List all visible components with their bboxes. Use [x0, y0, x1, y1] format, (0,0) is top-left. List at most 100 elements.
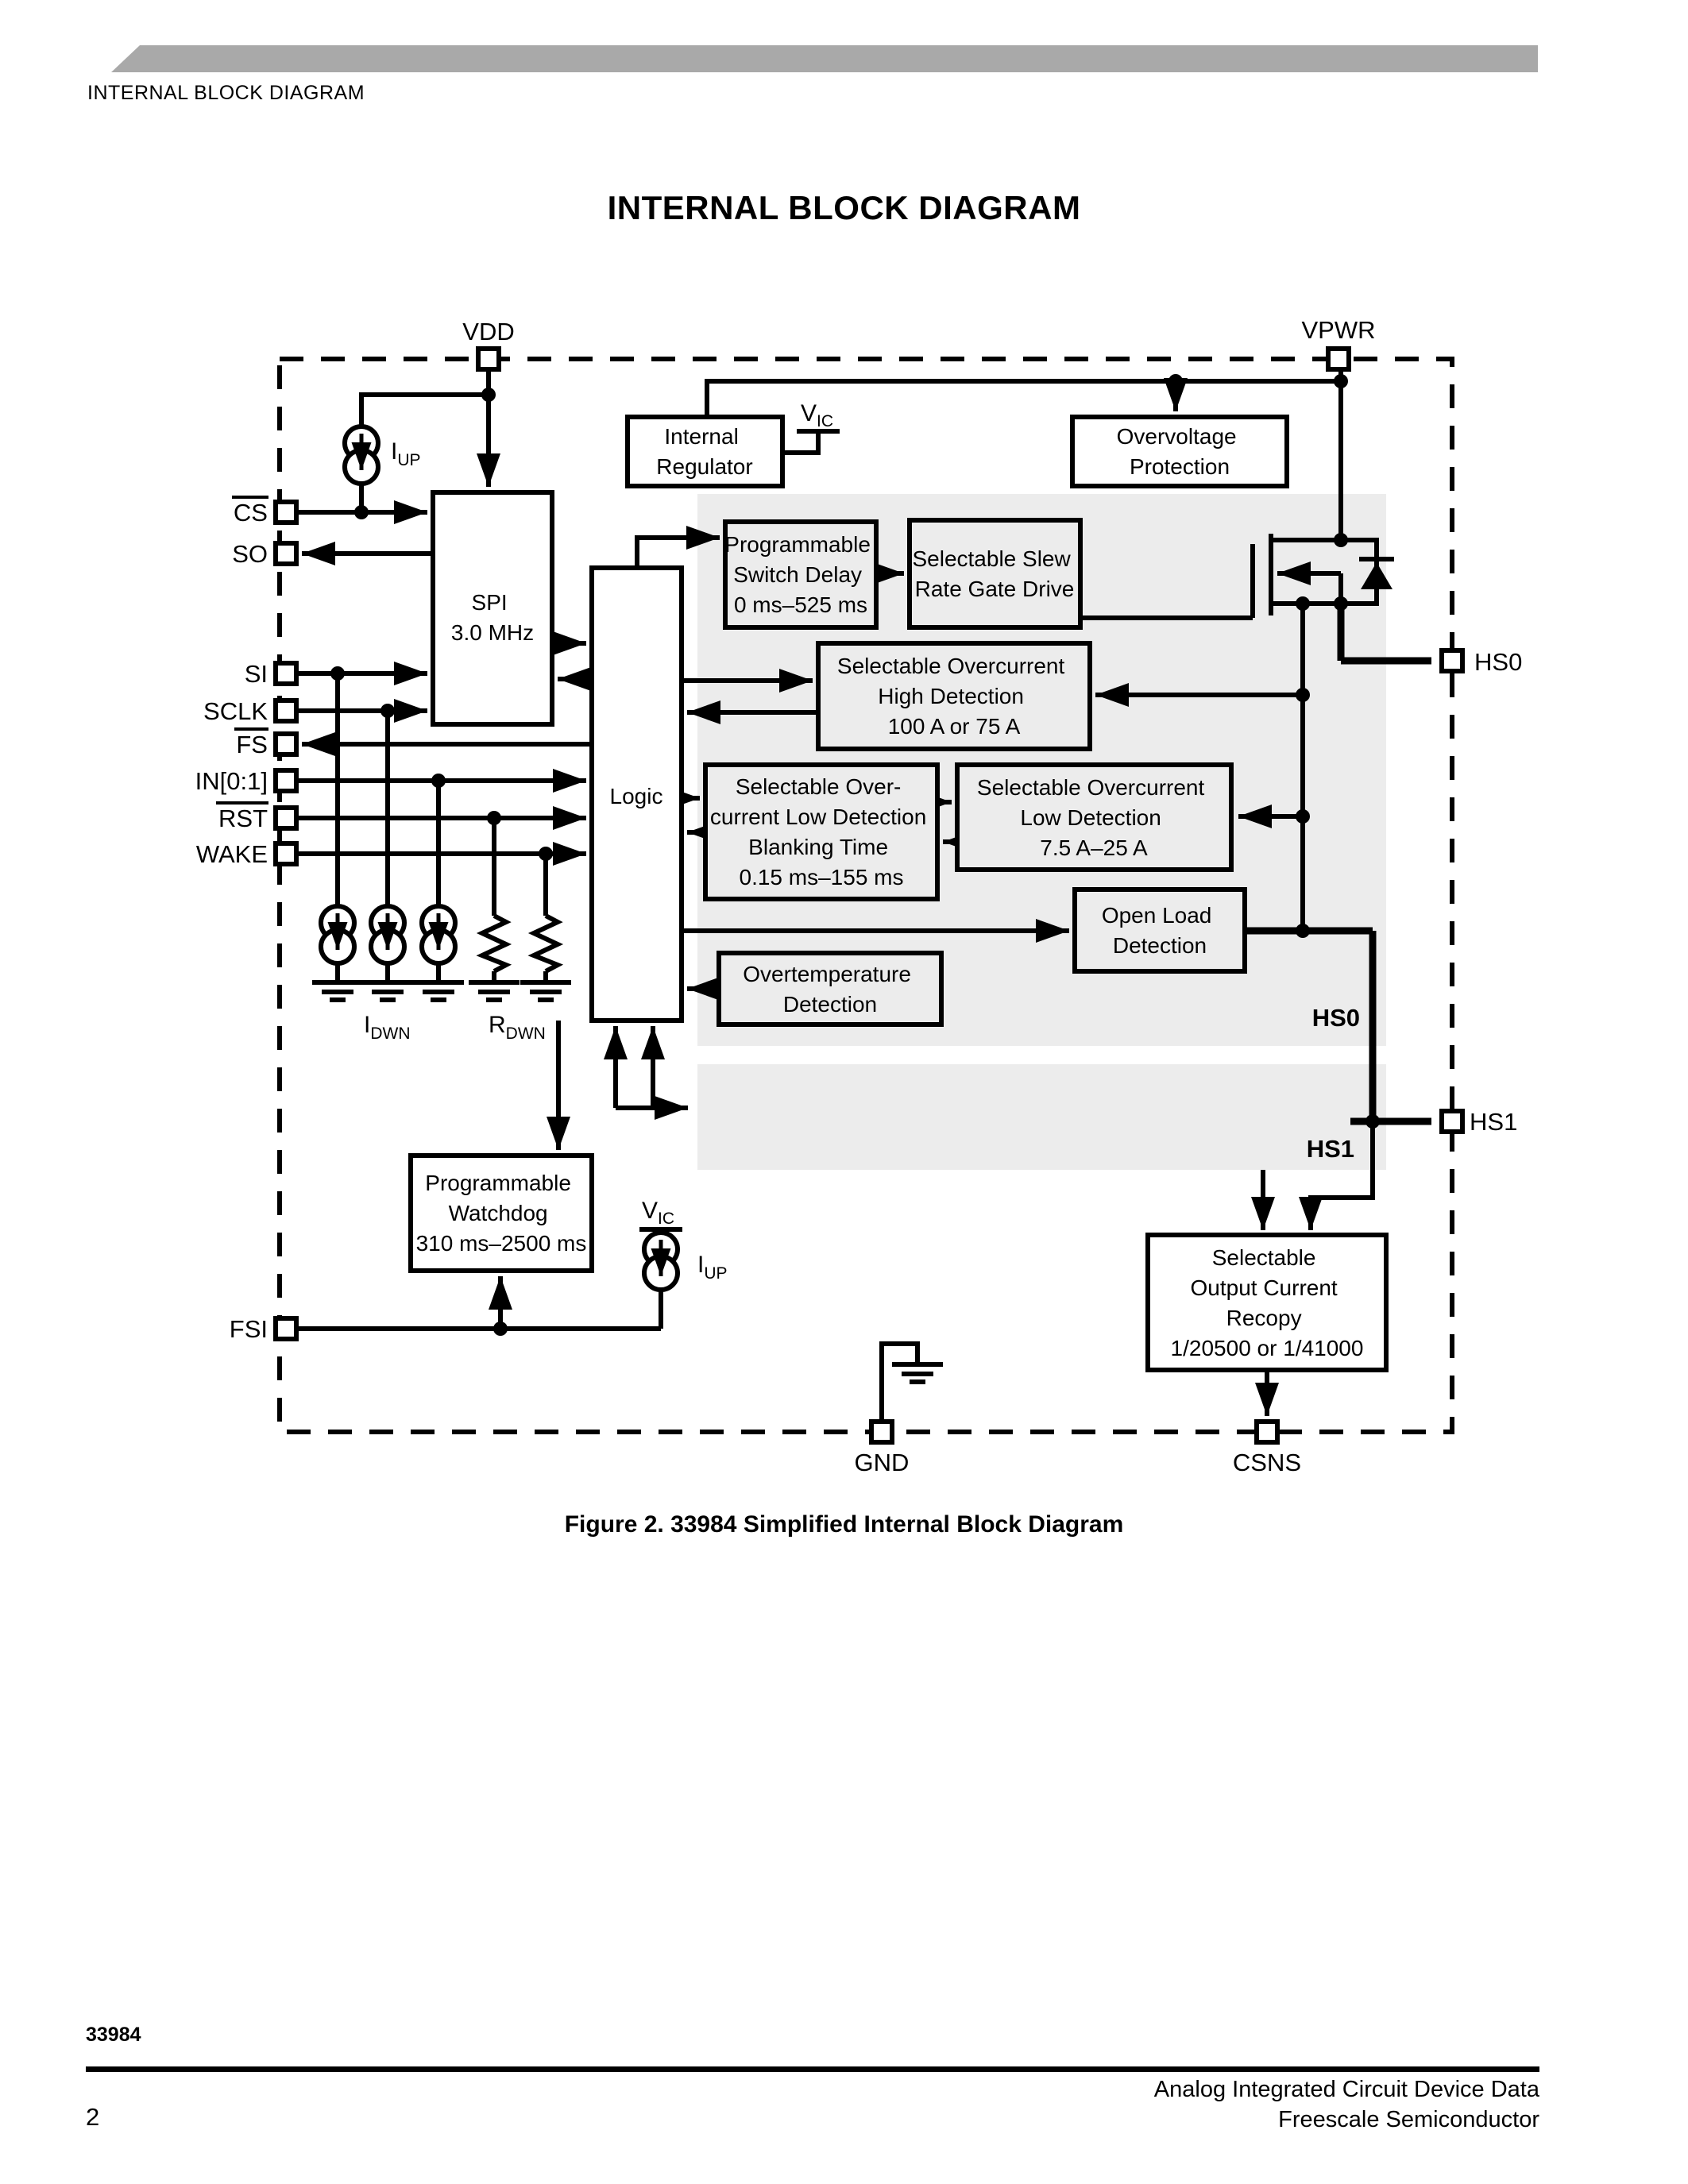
svg-text:Internal Regulator: Internal Regulator [656, 424, 752, 479]
block-oc-low-blanking: Selectable Over- current Low Detection B… [703, 762, 940, 901]
wire-logic-to-delay [635, 526, 720, 568]
pin-in01 [273, 768, 299, 793]
pin-sclk [273, 698, 299, 723]
svg-text:Overvoltage Protection: Overvoltage Protection [1117, 424, 1243, 479]
pin-label-gnd: GND [855, 1449, 910, 1476]
block-logic: Logic [589, 565, 684, 1023]
ground-icon [312, 980, 363, 1002]
pin-hs0 [1439, 648, 1465, 673]
chip-boundary [277, 357, 1454, 1434]
pin-label-fs: FS [236, 731, 268, 758]
svg-text:SPI 3.0 MHz: SPI 3.0 MHz [451, 590, 534, 645]
pin-si [273, 661, 299, 686]
block-oc-high: Selectable Overcurrent High Detection 10… [816, 641, 1092, 751]
iup-label-bottom: IUP [697, 1252, 728, 1283]
pin-cs [273, 500, 299, 525]
idwn-current-source-icon-1 [319, 904, 357, 982]
svg-text:Selectable Overcurrent: Selectable Overcurrent Low Detection 7.5… [977, 775, 1211, 860]
footer-line2: Freescale Semiconductor [1278, 2107, 1539, 2132]
wire-reg-vic [782, 433, 821, 455]
figure-caption: Figure 2. 33984 Simplified Internal Bloc… [564, 1511, 1124, 1538]
idwn-label: IDWN [364, 1012, 411, 1043]
svg-text:Logic: Logic [610, 784, 663, 808]
pin-so [273, 541, 299, 566]
svg-text:Overtemperature Detect: Overtemperature Detection [743, 962, 917, 1017]
svg-text:Selectable Over- curre: Selectable Over- current Low Detection B… [710, 774, 933, 889]
ground-icon [413, 980, 464, 1002]
pin-label-in01: IN[0:1] [195, 767, 268, 795]
footer-rule [86, 2066, 1539, 2072]
pin-label-si: SI [245, 660, 268, 688]
pin-label-wake: WAKE [196, 840, 268, 868]
svg-text:Programmable Switch De: Programmable Switch Delay 0 ms–525 ms [724, 532, 876, 617]
hs0-channel-label: HS0 [1312, 1004, 1360, 1032]
wire-hs1-to-recopy [1299, 1121, 1375, 1230]
pin-wake [273, 841, 299, 866]
svg-text:Open Load Detection: Open Load Detection [1102, 903, 1218, 958]
pin-vdd [476, 346, 501, 372]
pin-label-sclk: SCLK [203, 697, 268, 725]
svg-text:Selectable Slew Rate G: Selectable Slew Rate Gate Drive [912, 546, 1076, 601]
iup-current-source-icon-top [342, 424, 380, 486]
junction-dots [330, 374, 1380, 1336]
wire-vpwr-rail [705, 379, 1341, 417]
block-open-load: Open Load Detection [1072, 887, 1247, 974]
iup-current-source-icon-bottom [642, 1230, 680, 1292]
block-watchdog: Programmable Watchdog 310 ms–2500 ms [408, 1153, 594, 1273]
pin-label-fsi: FSI [230, 1315, 268, 1343]
running-header: INTERNAL BLOCK DIAGRAM [87, 82, 365, 104]
block-switch-delay: Programmable Switch Delay 0 ms–525 ms [723, 519, 879, 630]
wires [296, 369, 1431, 1422]
ground-icon [892, 1362, 943, 1384]
header-bar [111, 45, 1538, 72]
block-oc-low: Selectable Overcurrent Low Detection 7.5… [955, 762, 1234, 872]
pin-label-rst: RST [218, 805, 268, 832]
pin-fs [273, 731, 299, 757]
pin-label-hs1: HS1 [1470, 1108, 1517, 1136]
footer-part-number: 33984 [86, 2024, 141, 2046]
pin-fsi [273, 1316, 299, 1341]
page-title: INTERNAL BLOCK DIAGRAM [607, 189, 1081, 226]
vic-label-top: VIC [801, 400, 833, 430]
block-current-recopy: Selectable Output Current Recopy 1/20500… [1145, 1233, 1389, 1372]
svg-text:Programmable Watchdog: Programmable Watchdog 310 ms–2500 ms [416, 1171, 587, 1256]
iup-label-top: IUP [391, 438, 421, 469]
ground-icon [520, 980, 571, 1002]
idwn-current-source-icon-2 [369, 904, 407, 982]
pin-label-so: SO [232, 540, 268, 568]
svg-text:Selectable Overcurrent: Selectable Overcurrent High Detection 10… [837, 654, 1071, 739]
pin-csns [1254, 1419, 1280, 1445]
footer-line1: Analog Integrated Circuit Device Data [1153, 2077, 1539, 2102]
pin-gnd [869, 1419, 894, 1445]
wire-gnd [879, 1341, 920, 1422]
ground-icon [469, 980, 520, 1002]
ground-icon [362, 980, 413, 1002]
pin-rst [273, 805, 299, 831]
pin-label-vdd: VDD [462, 318, 514, 345]
vic-label-bottom: VIC [642, 1198, 674, 1228]
pin-labels: VDD VPWR CS SO SI SCLK FS IN[0:1] RST WA… [195, 316, 1523, 1476]
rdwn-resistor-icon-1 [476, 913, 512, 982]
hs1-channel-band [697, 1064, 1386, 1170]
ground-icons [312, 980, 943, 1384]
block-internal-regulator: Internal Regulator [625, 415, 785, 488]
idwn-current-source-icon-3 [419, 904, 458, 982]
hs1-channel-label: HS1 [1307, 1135, 1354, 1163]
footer-page-number: 2 [86, 2103, 100, 2131]
wire-iup-to-vdd [359, 392, 489, 426]
footer-publisher: Analog Integrated Circuit Device Data Fr… [1154, 2074, 1539, 2135]
body-diode-icon [1359, 557, 1394, 589]
svg-text:Selectable Output Curr: Selectable Output Current Recopy 1/20500… [1171, 1245, 1364, 1360]
pin-vpwr [1326, 346, 1351, 372]
pin-hs1 [1439, 1109, 1465, 1134]
pin-label-vpwr: VPWR [1302, 316, 1376, 344]
block-overtemperature: Overtemperature Detection [717, 951, 944, 1027]
block-overvoltage-protection: Overvoltage Protection [1070, 415, 1289, 488]
pin-label-cs: CS [234, 499, 268, 527]
pin-label-hs0: HS0 [1474, 648, 1522, 676]
block-slew-rate: Selectable Slew Rate Gate Drive [907, 518, 1083, 630]
rdwn-resistor-icon-2 [527, 913, 564, 982]
block-spi: SPI 3.0 MHz [431, 490, 554, 727]
